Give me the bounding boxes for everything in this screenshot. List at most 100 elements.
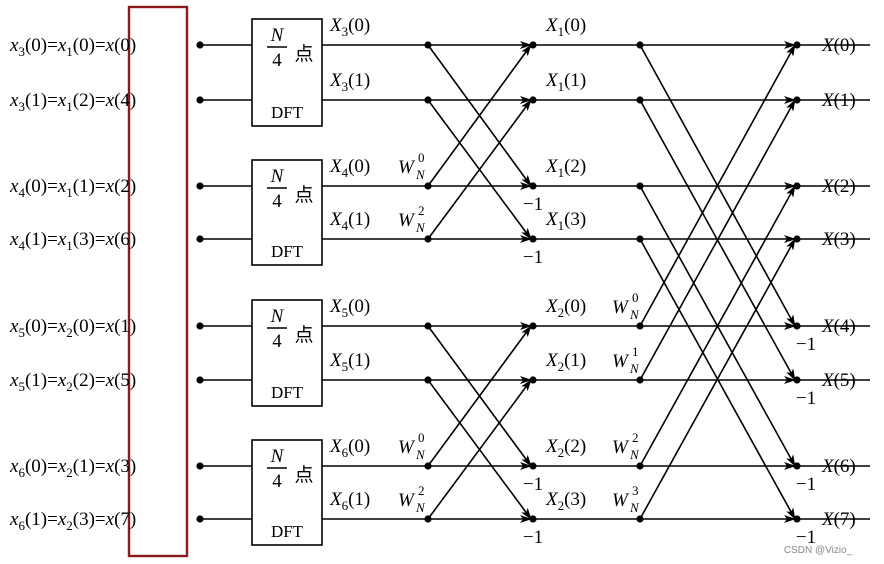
block-fraction-num: N: [270, 25, 285, 46]
node: [793, 96, 801, 104]
stage1-label: X4(1): [329, 209, 370, 233]
node: [793, 462, 801, 470]
minus-one-label: −1: [523, 194, 543, 215]
stage1-label: X6(0): [329, 436, 370, 460]
block-fraction-den: 4: [272, 50, 282, 71]
stage2-label: X1(1): [545, 70, 586, 94]
node: [529, 322, 537, 330]
stage2-label: X2(0): [545, 296, 586, 320]
block-fraction-num: N: [270, 166, 285, 187]
node: [636, 462, 644, 470]
node: [196, 182, 204, 190]
stage1-cross-up: [427, 99, 532, 240]
node: [529, 96, 537, 104]
input-label: x4(1)=x1(3)=x(6): [9, 229, 136, 253]
stage1-label: X5(0): [329, 296, 370, 320]
node: [196, 96, 204, 104]
node: [196, 235, 204, 243]
node: [424, 462, 432, 470]
node: [636, 322, 644, 330]
node: [196, 462, 204, 470]
node: [793, 235, 801, 243]
input-label: x6(1)=x2(3)=x(7): [9, 509, 136, 533]
stage2-label: X1(2): [545, 156, 586, 180]
dft-block-frame: [251, 299, 323, 407]
node: [529, 376, 537, 384]
node: [529, 41, 537, 49]
stage1-label: X5(1): [329, 350, 370, 374]
node: [424, 235, 432, 243]
dft-block-frame: [251, 159, 323, 266]
node: [196, 376, 204, 384]
stage1-cross-up: [427, 44, 532, 187]
stage1-label: X4(0): [329, 156, 370, 180]
minus-one-label: −1: [523, 474, 543, 495]
node: [529, 515, 537, 523]
watermark: CSDN @Vizio_: [784, 545, 853, 556]
dft-block-frame: [251, 439, 323, 546]
block-dft-label: DFT: [271, 522, 304, 541]
stage2-cross-up: [639, 185, 796, 467]
stage1-cross-up: [427, 325, 532, 467]
node: [424, 376, 432, 384]
block-fraction-den: 4: [272, 471, 282, 492]
minus-one-label: −1: [796, 527, 816, 548]
node: [636, 235, 644, 243]
node: [529, 182, 537, 190]
node: [529, 235, 537, 243]
minus-one-label: −1: [796, 388, 816, 409]
output-label: X(6): [821, 456, 856, 477]
stage1-label: X3(0): [329, 15, 370, 39]
stage2-label: X2(3): [545, 489, 586, 513]
node: [636, 41, 644, 49]
stage1-label: X3(1): [329, 70, 370, 94]
node: [196, 515, 204, 523]
node: [424, 322, 432, 330]
node: [424, 41, 432, 49]
input-highlight-box: [127, 5, 189, 558]
block-point-char: 点: [294, 184, 313, 206]
output-label: X(0): [821, 35, 856, 56]
stage2-label: X2(2): [545, 436, 586, 460]
output-label: X(4): [821, 316, 856, 337]
block-dft-label: DFT: [271, 103, 304, 122]
node: [793, 515, 801, 523]
output-label: X(5): [821, 370, 856, 391]
node: [424, 515, 432, 523]
minus-one-label: −1: [523, 247, 543, 268]
stage2-cross-up: [639, 44, 796, 327]
node: [424, 96, 432, 104]
node: [424, 182, 432, 190]
output-label: X(1): [821, 90, 856, 111]
block-point-char: 点: [294, 324, 313, 346]
node: [529, 462, 537, 470]
diagram-labels: x3(0)=x1(0)=x(0)x3(1)=x1(2)=x(4)x4(0)=x1…: [9, 15, 856, 548]
node: [793, 376, 801, 384]
minus-one-label: −1: [796, 474, 816, 495]
minus-one-label: −1: [523, 527, 543, 548]
dft-block-frame: [251, 18, 323, 127]
output-label: X(7): [821, 509, 856, 530]
stage2-cross-up: [639, 99, 796, 381]
stage2-label: X1(0): [545, 15, 586, 39]
node: [636, 376, 644, 384]
block-dft-label: DFT: [271, 242, 304, 261]
node: [196, 322, 204, 330]
stage2-label: X2(1): [545, 350, 586, 374]
block-fraction-den: 4: [272, 331, 282, 352]
node: [636, 182, 644, 190]
input-label: x6(0)=x2(1)=x(3): [9, 456, 136, 480]
output-label: X(2): [821, 176, 856, 197]
